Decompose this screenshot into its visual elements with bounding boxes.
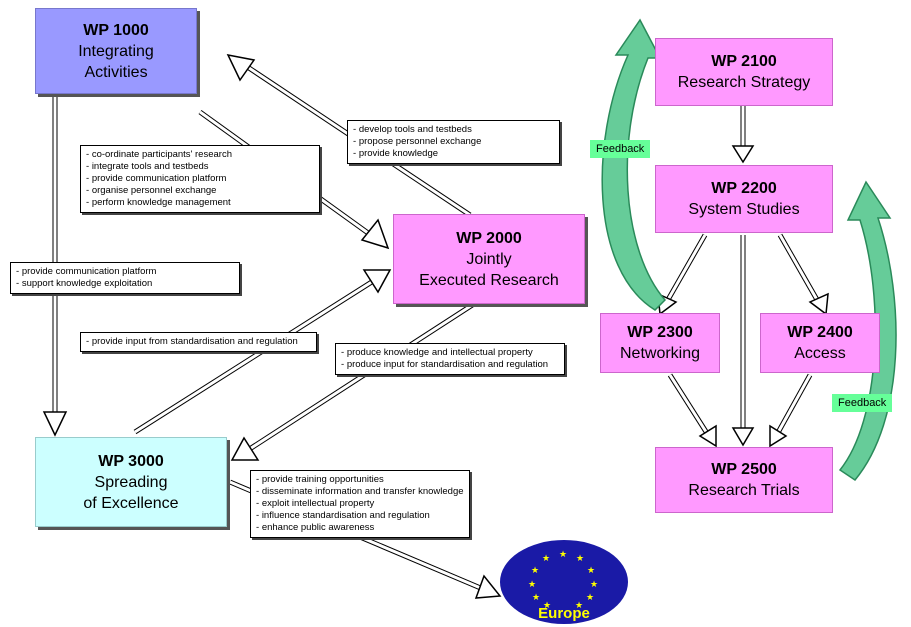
wp2200-line1: System Studies — [688, 201, 800, 218]
wp2300-box: WP 2300 Networking — [600, 313, 720, 373]
note-3000-to-2000: provide input from standardisation and r… — [80, 332, 317, 352]
note-item: produce knowledge and intellectual prope… — [341, 347, 559, 359]
arrowhead — [230, 436, 260, 461]
arrowhead — [362, 269, 392, 294]
wp2100-box: WP 2100 Research Strategy — [655, 38, 833, 106]
wp2300-id: WP 2300 — [627, 324, 693, 341]
wp2500-id: WP 2500 — [711, 461, 777, 478]
note-1000-to-3000: provide communication platform support k… — [10, 262, 240, 294]
note-item: perform knowledge management — [86, 197, 314, 209]
wp1000-line1: Integrating — [78, 42, 154, 60]
wp2400-id: WP 2400 — [787, 324, 853, 341]
note-3000-to-europe: provide training opportunities dissemina… — [250, 470, 470, 538]
note-item: provide input from standardisation and r… — [86, 336, 311, 348]
arrowhead — [360, 218, 390, 250]
arrowhead — [698, 424, 717, 448]
wp2500-box: WP 2500 Research Trials — [655, 447, 833, 513]
note-item: produce input for standardisation and re… — [341, 359, 559, 371]
wp2400-line1: Access — [794, 345, 846, 362]
star-icon: ★ — [542, 553, 551, 563]
arrowhead — [769, 424, 788, 448]
wp3000-line1: Spreading — [94, 473, 168, 491]
note-1000-to-2000: co-ordinate participants' research integ… — [80, 145, 320, 213]
arrowhead — [474, 574, 502, 599]
feedback-label-top: Feedback — [590, 140, 651, 158]
arrowhead — [808, 292, 829, 316]
wp2100-id: WP 2100 — [711, 53, 777, 70]
wp2000-id: WP 2000 — [456, 229, 522, 247]
wp2000-line1: Jointly — [466, 250, 512, 268]
arrowhead — [226, 53, 256, 82]
note-item: provide knowledge — [353, 148, 554, 160]
arrowhead — [42, 411, 68, 437]
note-item: propose personnel exchange — [353, 136, 554, 148]
star-icon: ★ — [587, 565, 596, 575]
note-item: organise personnel exchange — [86, 185, 314, 197]
wp2200-id: WP 2200 — [711, 180, 777, 197]
wp2100-line1: Research Strategy — [677, 74, 811, 91]
wp3000-id: WP 3000 — [98, 452, 164, 470]
star-icon: ★ — [575, 600, 584, 610]
wp1000-line2: Activities — [84, 63, 148, 81]
note-item: disseminate information and transfer kno… — [256, 486, 464, 498]
wp1000-id: WP 1000 — [83, 21, 149, 39]
note-item: enhance public awareness — [256, 522, 464, 534]
note-item: support knowledge exploitation — [16, 278, 234, 290]
star-icon: ★ — [559, 549, 568, 559]
note-item: exploit intellectual property — [256, 498, 464, 510]
star-icon: ★ — [543, 600, 552, 610]
arrowhead — [731, 427, 755, 447]
wp3000-line2: of Excellence — [83, 494, 179, 512]
note-item: influence standardisation and regulation — [256, 510, 464, 522]
note-item: provide training opportunities — [256, 474, 464, 486]
star-icon: ★ — [590, 579, 599, 589]
wp2000-line2: Executed Research — [419, 271, 559, 289]
wp2000-box: WP 2000 Jointly Executed Research — [393, 214, 585, 304]
wp2400-box: WP 2400 Access — [760, 313, 880, 373]
star-icon: ★ — [586, 592, 595, 602]
feedback-curve-top — [601, 18, 667, 311]
wp1000-box: WP 1000 Integrating Activities — [35, 8, 197, 94]
note-item: co-ordinate participants' research — [86, 149, 314, 161]
note-item: develop tools and testbeds — [353, 124, 554, 136]
europe-label: Europe — [538, 605, 590, 622]
feedback-label-bottom: Feedback — [832, 394, 893, 412]
star-icon: ★ — [528, 579, 537, 589]
star-icon: ★ — [576, 553, 585, 563]
note-item: provide communication platform — [16, 266, 234, 278]
wp2500-line1: Research Trials — [688, 482, 800, 499]
note-2000-to-3000: produce knowledge and intellectual prope… — [335, 343, 565, 375]
star-icon: ★ — [531, 565, 540, 575]
wp3000-box: WP 3000 Spreading of Excellence — [35, 437, 227, 527]
wp2200-box: WP 2200 System Studies — [655, 165, 833, 233]
europe-emblem: ★ ★ ★ ★ ★ ★ ★ ★ ★ ★ ★ Europe — [500, 540, 628, 624]
note-2000-to-1000: develop tools and testbeds propose perso… — [347, 120, 560, 164]
arrowhead — [731, 145, 755, 164]
star-icon: ★ — [532, 592, 541, 602]
note-item: integrate tools and testbeds — [86, 161, 314, 173]
wp2300-line1: Networking — [619, 345, 701, 362]
note-item: provide communication platform — [86, 173, 314, 185]
